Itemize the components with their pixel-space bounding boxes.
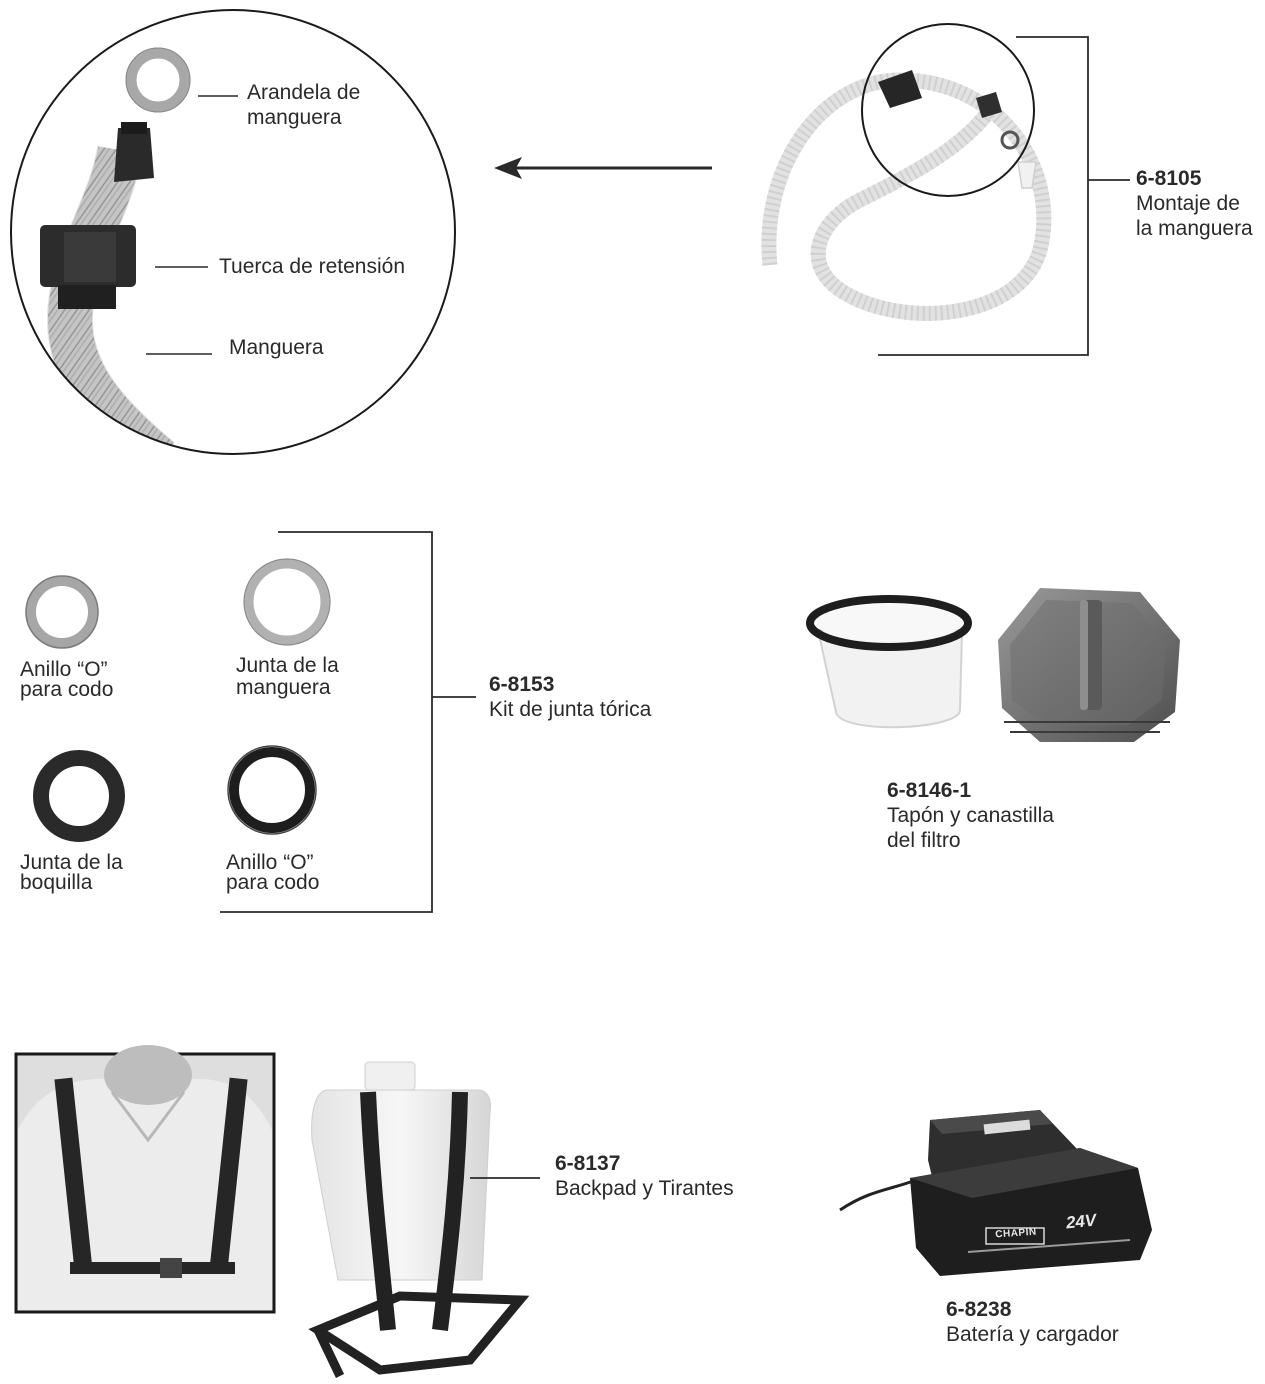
hose-label: Manguera (229, 336, 324, 359)
braided-hose (47, 145, 175, 454)
nozzle-gasket-label: Junta de la boquilla (20, 851, 123, 894)
retaining-nut-label: Tuerca de retensión (219, 255, 405, 278)
arrow-left-icon (494, 157, 712, 179)
filter-cap (998, 588, 1180, 742)
hose-detail-circle (10, 9, 456, 455)
part-code: 6-8137 (555, 1152, 621, 1175)
filter-basket (806, 595, 972, 729)
elbow-oring-1 (26, 576, 98, 648)
hose-end-fitting (976, 92, 1002, 118)
washer-label: Arandela de manguera (247, 81, 361, 129)
small-filter-insert (1017, 161, 1037, 189)
battery-charger-photo (839, 1110, 1152, 1276)
hose-gasket (244, 559, 330, 645)
nozzle-gasket (33, 750, 125, 842)
part-code: 6-8146-1 (887, 779, 972, 802)
hose-washer (125, 47, 191, 113)
hose-barb-fitting (114, 128, 154, 182)
part-label-hose-assembly: 6-8105 Montaje de la manguera (1136, 167, 1253, 240)
backpack-tank-photo (308, 1061, 530, 1378)
neck (104, 1045, 192, 1105)
battery-voltage-text: 24V (1065, 1210, 1098, 1233)
part-label-battery: 6-8238 Batería y cargador (946, 1298, 1119, 1346)
hose-nut-fitting (878, 70, 922, 108)
oring-kit (25, 558, 331, 842)
elbow-oring-1-label: Anillo “O” para codo (20, 658, 114, 701)
hose-gasket-label: Junta de la manguera (236, 654, 339, 699)
part-label-filter: 6-8146-1 Tapón y canastilla del filtro (887, 779, 1054, 852)
part-label-backpad: 6-8137 Backpad y Tirantes (555, 1152, 734, 1200)
hose-assembly-photo (761, 23, 1052, 321)
charger-cord (839, 1178, 917, 1212)
part-code: 6-8153 (489, 673, 555, 696)
part-label-oring-kit: 6-8153 Kit de junta tórica (489, 673, 652, 721)
person-straps-photo (14, 1045, 276, 1314)
part-code: 6-8238 (946, 1298, 1012, 1321)
part-code: 6-8105 (1136, 167, 1202, 190)
elbow-oring-2-label: Anillo “O” para codo (226, 851, 320, 894)
battery-brand-box (985, 1227, 1045, 1245)
elbow-oring-2 (229, 747, 315, 833)
small-washer (1000, 130, 1020, 150)
